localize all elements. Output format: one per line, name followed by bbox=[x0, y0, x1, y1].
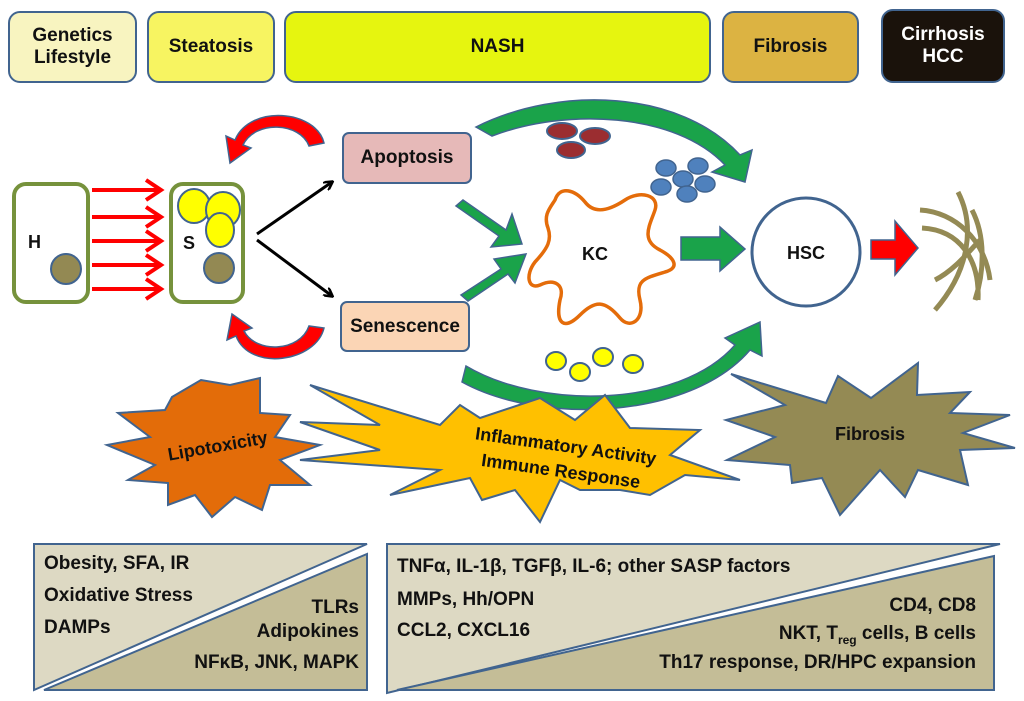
arrow-to-apoptosis bbox=[256, 182, 332, 236]
apoptosis-box: Apoptosis bbox=[342, 132, 472, 184]
right-upper-factor: CCL2, CXCL16 bbox=[397, 620, 531, 641]
lipotoxicity-burst: Lipotoxicity bbox=[103, 376, 324, 519]
stage-label: Fibrosis bbox=[753, 36, 828, 57]
stage-label-line: Lifestyle bbox=[33, 47, 112, 68]
stage-label-line: Genetics bbox=[32, 25, 113, 46]
collagen-fibers-icon bbox=[919, 190, 993, 312]
left-upper-factor: Oxidative Stress bbox=[44, 585, 193, 606]
red-curved-arrow-top bbox=[225, 114, 325, 165]
right-upper-factor: TNFα, IL-1β, TGFβ, IL-6; other SASP fact… bbox=[397, 556, 791, 577]
steatotic-label: S bbox=[183, 233, 195, 253]
apoptosis-label: Apoptosis bbox=[360, 147, 454, 168]
right-lower-factor: Th17 response, DR/HPC expansion bbox=[659, 652, 976, 673]
left-lower-factor: NFκB, JNK, MAPK bbox=[194, 652, 359, 673]
left-upper-factor: Obesity, SFA, IR bbox=[44, 553, 190, 574]
arrow-to-senescence bbox=[256, 238, 332, 296]
fibrosis-burst: Fibrosis bbox=[722, 360, 1016, 517]
right-lower-factor-treg: NKT, Treg cells, B cells bbox=[779, 622, 976, 652]
apoptotic-bodies bbox=[546, 122, 611, 159]
hepatocyte-cell: H bbox=[12, 182, 90, 304]
right-lower-factor: CD4, CD8 bbox=[889, 595, 976, 616]
stage-label: NASH bbox=[470, 36, 525, 57]
treg-text-before: NKT, T bbox=[778, 623, 838, 644]
lipid-droplets bbox=[545, 347, 644, 382]
green-arc-arrow-top bbox=[474, 99, 754, 183]
senescence-label: Senescence bbox=[350, 315, 460, 337]
inflammation-burst: Inflammatory Activity Immune Response bbox=[299, 384, 741, 524]
stage-label-line: HCC bbox=[922, 46, 964, 67]
stage-nash: NASH bbox=[284, 11, 711, 83]
senescence-box: Senescence bbox=[340, 301, 470, 352]
stage-label-line: Cirrhosis bbox=[901, 24, 985, 45]
stage-fibrosis: Fibrosis bbox=[722, 11, 859, 83]
green-arrow-kc-to-hsc bbox=[680, 225, 747, 273]
steatotic-cell: S bbox=[169, 182, 245, 304]
treg-subscript: reg bbox=[837, 632, 857, 647]
green-arc-arrow-bottom bbox=[461, 320, 763, 411]
kupffer-label: KC bbox=[582, 244, 608, 264]
stage-steatosis: Steatosis bbox=[147, 11, 275, 83]
left-upper-factor: DAMPs bbox=[44, 617, 111, 638]
immune-cells-cluster bbox=[650, 157, 716, 203]
stage-label: Steatosis bbox=[168, 36, 254, 57]
left-lower-factor: TLRs bbox=[311, 597, 360, 618]
right-upper-factor: MMPs, Hh/OPN bbox=[397, 589, 535, 610]
factors-table-left bbox=[33, 543, 368, 692]
red-curved-arrow-bottom bbox=[225, 312, 325, 360]
treg-text-after: cells, B cells bbox=[856, 623, 976, 644]
red-arrow-hsc-to-fibers bbox=[870, 218, 919, 278]
stellate-cell bbox=[750, 196, 862, 308]
fibrosis-burst-label: Fibrosis bbox=[835, 424, 905, 444]
red-arrows-h-to-s bbox=[92, 178, 165, 301]
green-arrow-apoptosis-to-kc bbox=[454, 199, 524, 248]
kupffer-cell bbox=[527, 189, 676, 326]
left-lower-factor: Adipokines bbox=[256, 621, 359, 642]
factors-table-right bbox=[386, 543, 1001, 695]
hepatocyte-label: H bbox=[28, 232, 41, 252]
stellate-label: HSC bbox=[787, 243, 825, 263]
green-arrow-senescence-to-kc bbox=[459, 253, 528, 302]
